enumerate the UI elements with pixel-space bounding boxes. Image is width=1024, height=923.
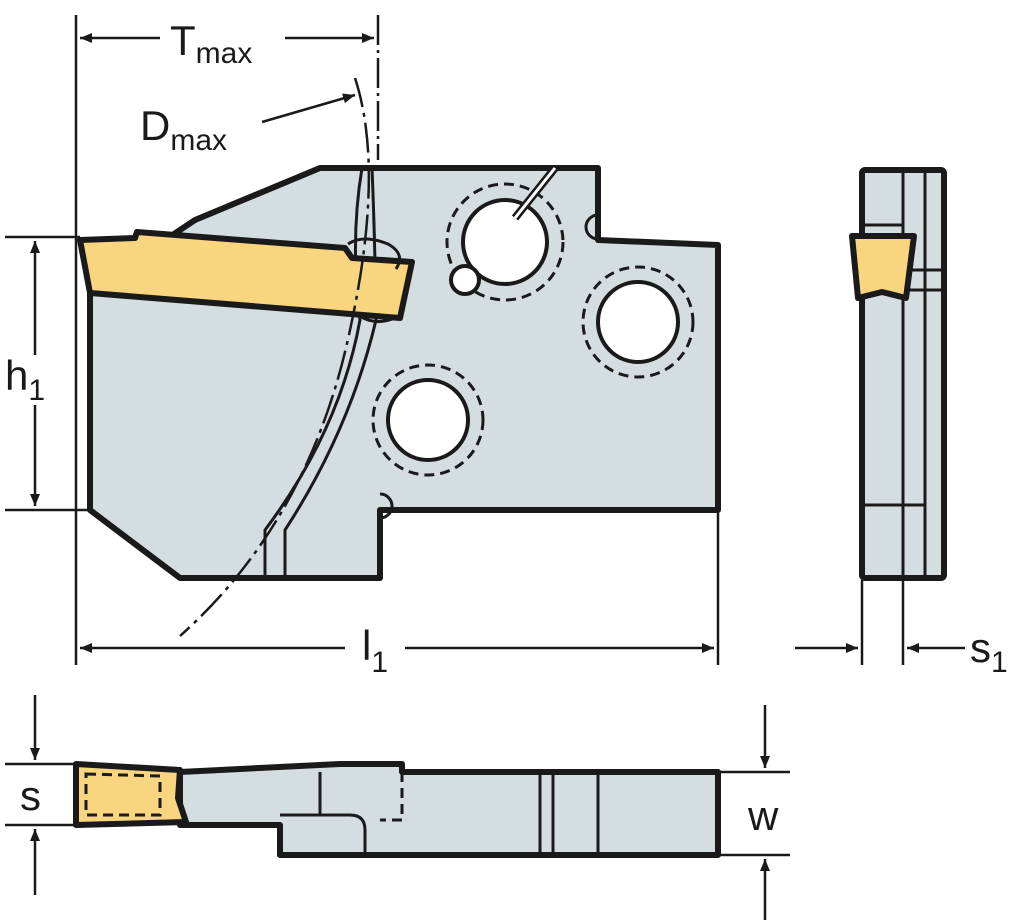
label-dmax: Dmax: [140, 102, 227, 157]
insert-side: [77, 229, 415, 321]
label-tmax: Tmax: [170, 17, 252, 70]
hole-bottom: [386, 378, 470, 462]
label-l1: l1: [362, 622, 388, 679]
blade-top-view: [73, 761, 721, 858]
label-s: s: [20, 772, 41, 819]
label-h1: h1: [5, 352, 45, 407]
label-s1: s1: [970, 624, 1008, 679]
blade-side-view: [77, 165, 721, 581]
dimensions: [5, 15, 965, 920]
hole-top: [461, 198, 549, 286]
hole-right: [596, 280, 680, 364]
insert-end: [849, 233, 917, 301]
label-w: w: [747, 792, 779, 839]
blade-end-view: [849, 167, 947, 581]
insert-top: [73, 761, 189, 828]
